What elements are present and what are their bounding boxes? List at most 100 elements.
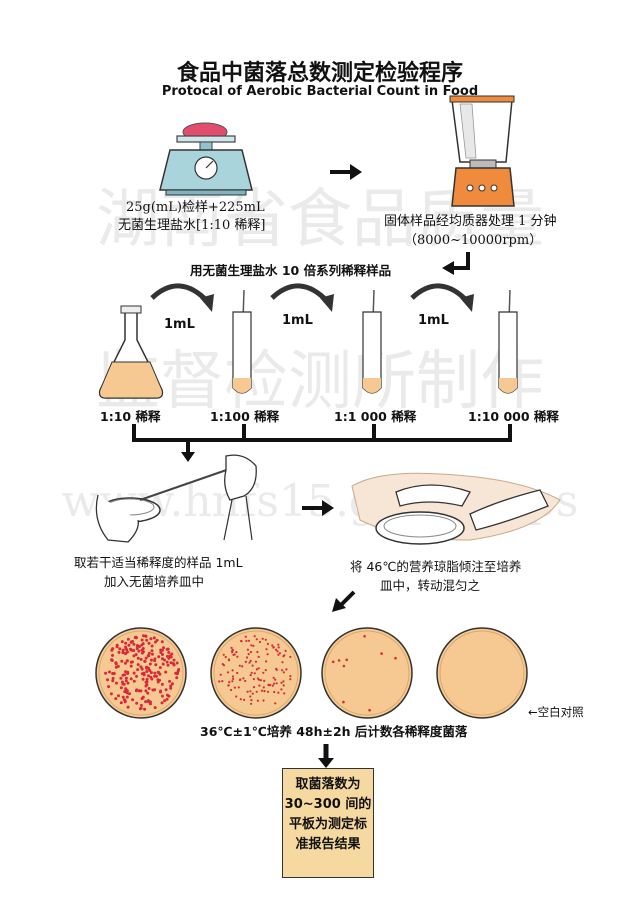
colony-dot bbox=[277, 691, 280, 694]
result-line: 平板为测定标 bbox=[288, 817, 367, 832]
colony-dot bbox=[273, 690, 276, 694]
colony-dot bbox=[166, 654, 169, 658]
colony-dot bbox=[166, 663, 170, 667]
colony-dot bbox=[126, 672, 130, 675]
colony-dot bbox=[165, 660, 169, 664]
colony-dot bbox=[227, 659, 231, 662]
test-tube-icon bbox=[498, 289, 518, 394]
colony-dot bbox=[259, 679, 262, 682]
colony-dot bbox=[264, 638, 267, 641]
colony-dot bbox=[128, 692, 131, 696]
colony-dot bbox=[129, 640, 133, 644]
colony-dot bbox=[282, 671, 285, 674]
petri-dish-sparse bbox=[321, 627, 413, 719]
colony-dot bbox=[159, 689, 163, 693]
colony-dot bbox=[111, 676, 115, 680]
colony-dot bbox=[248, 661, 251, 664]
colony-dot bbox=[126, 637, 130, 641]
colony-dot bbox=[331, 660, 335, 664]
colony-dot bbox=[148, 662, 152, 666]
colony-dot bbox=[230, 688, 233, 692]
colony-dot bbox=[255, 690, 258, 693]
transfer-label: 1mL bbox=[418, 313, 449, 328]
colony-dot bbox=[167, 694, 171, 698]
colony-dot bbox=[249, 695, 252, 698]
colony-dot bbox=[132, 654, 136, 658]
colony-dot bbox=[171, 662, 175, 666]
colony-dot bbox=[117, 694, 120, 698]
colony-dot bbox=[222, 653, 225, 656]
colony-dot bbox=[132, 642, 136, 646]
colony-dot bbox=[149, 658, 153, 662]
step6-label: 36℃±1℃培养 48h±2h 后计数各稀释度菌落 bbox=[200, 724, 468, 739]
colony-dot bbox=[244, 679, 247, 683]
colony-dot bbox=[247, 639, 251, 642]
dilution-label: 1:100 稀释 bbox=[210, 409, 280, 424]
colony-dot bbox=[161, 694, 164, 698]
colony-dot bbox=[175, 676, 179, 680]
arrow-down-left-icon bbox=[332, 590, 356, 612]
colony-dot bbox=[260, 689, 264, 692]
colony-dot bbox=[253, 672, 256, 675]
colony-dot bbox=[141, 642, 145, 646]
colony-dot bbox=[280, 688, 283, 691]
colony-dot bbox=[252, 644, 255, 648]
colony-dot bbox=[263, 690, 266, 693]
colony-dot bbox=[139, 665, 143, 669]
arrow-down-icon bbox=[318, 744, 334, 768]
step5-line2: 皿中，转动混匀之 bbox=[380, 578, 481, 593]
colony-dot bbox=[231, 675, 235, 678]
colony-dot bbox=[245, 656, 249, 659]
colony-dot bbox=[231, 680, 234, 683]
colony-dot bbox=[252, 677, 255, 681]
colony-dot bbox=[123, 699, 127, 703]
colony-dot bbox=[283, 692, 286, 695]
colony-dot bbox=[174, 671, 178, 675]
petri-dish-dense bbox=[95, 627, 187, 719]
colony-dot bbox=[111, 679, 115, 683]
colony-dot bbox=[123, 690, 127, 694]
colony-dot bbox=[266, 642, 269, 646]
colony-dot bbox=[121, 651, 125, 655]
colony-dot bbox=[162, 646, 165, 650]
colony-dot bbox=[276, 650, 279, 653]
colony-dot bbox=[342, 664, 346, 668]
colony-dot bbox=[119, 701, 123, 705]
colony-dot bbox=[140, 638, 144, 642]
colony-dot bbox=[114, 697, 118, 701]
colony-dot bbox=[258, 684, 261, 687]
colony-dot bbox=[345, 658, 349, 662]
colony-dot bbox=[368, 708, 371, 712]
colony-dot bbox=[236, 671, 239, 675]
colony-dot bbox=[106, 678, 109, 682]
colony-dot bbox=[161, 653, 164, 656]
colony-dot bbox=[275, 682, 278, 685]
page-subtitle: Protocal of Aerobic Bacterial Count in F… bbox=[161, 84, 479, 99]
colony-dot bbox=[140, 667, 144, 671]
colony-dot bbox=[153, 671, 157, 675]
colony-dot bbox=[143, 659, 147, 663]
colony-dot bbox=[111, 647, 115, 651]
colony-dot bbox=[168, 654, 172, 658]
colony-dot bbox=[131, 698, 135, 702]
colony-dot bbox=[145, 638, 149, 642]
colony-dot bbox=[254, 660, 258, 663]
colony-dot bbox=[235, 651, 238, 654]
agar-pour-icon bbox=[351, 472, 561, 545]
colony-dot bbox=[255, 638, 258, 641]
colony-dot bbox=[124, 661, 127, 665]
arrow-turn-icon bbox=[442, 252, 470, 275]
colony-dot bbox=[124, 676, 128, 680]
colony-dot bbox=[154, 663, 158, 667]
step5-line1: 将 46℃的营养琼脂倾注至培养 bbox=[350, 559, 522, 574]
colony-dot bbox=[147, 651, 151, 655]
colony-dot bbox=[140, 697, 144, 701]
colony-dot bbox=[139, 689, 143, 693]
colony-dot bbox=[284, 649, 287, 653]
colony-dot bbox=[231, 669, 234, 672]
colony-dot bbox=[163, 699, 167, 703]
step2-line2: （8000~10000rpm） bbox=[404, 233, 543, 248]
arrow-right-icon bbox=[302, 500, 334, 516]
colony-dot bbox=[148, 700, 152, 704]
colony-dot bbox=[235, 695, 238, 698]
